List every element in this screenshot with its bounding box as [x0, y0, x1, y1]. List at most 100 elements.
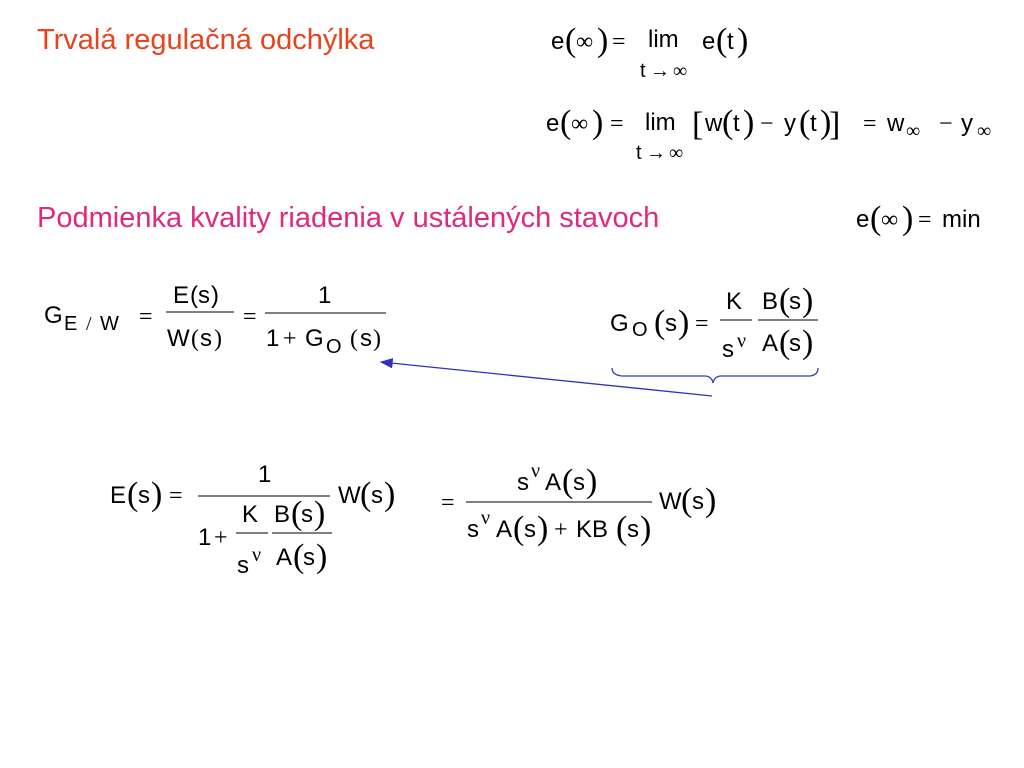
eq5-sub-O: O	[632, 319, 648, 341]
eq7-equals: =	[441, 490, 455, 516]
equation-error-laplace-simplified: = s ν A ( s ) s ν A ( s ) + KB ( s ) W (…	[441, 460, 716, 547]
eq6-W: W	[338, 482, 361, 509]
equation-error-transfer-function: G E / W = E ( s ) W ( s ) = 1 1 + G O ( …	[44, 282, 386, 358]
eq1-equals: =	[612, 29, 626, 55]
eq4-equals1: =	[139, 304, 153, 330]
eq2-minus: −	[760, 111, 774, 137]
eq3-inf: ∞	[881, 207, 898, 233]
eq3-rpar: )	[902, 200, 913, 237]
eq2-inf-sub: ∞	[669, 142, 683, 164]
eq6-den-B-rpar: )	[314, 495, 325, 532]
eq4-equals2: =	[243, 304, 257, 330]
eq7-W-rpar: )	[705, 482, 716, 519]
eq5-equals: =	[695, 311, 709, 337]
eq7-den-s3: s	[627, 516, 639, 543]
eq5-num-B: B	[762, 288, 778, 315]
eq7-num-A: A	[545, 469, 561, 496]
eq6-s: s	[138, 482, 150, 509]
eq1-e2: e	[702, 28, 715, 55]
eq6-den-A-s: s	[303, 544, 315, 571]
eq6-rpar: )	[151, 476, 162, 513]
equation-steady-error-limit: e ( ∞ ) = lim t → ∞ e ( t )	[551, 22, 748, 82]
eq4-den-lpar: (	[191, 326, 199, 352]
eq3-lpar: (	[870, 200, 881, 237]
eq4-den-sub-O: O	[326, 336, 342, 358]
eq6-den-one: 1	[198, 524, 211, 551]
eq2-w-inf-sub: ∞	[906, 120, 920, 142]
eq5-lpar: (	[654, 304, 665, 341]
eq1-t: t	[640, 60, 646, 82]
connector-arrow	[379, 358, 713, 397]
eq6-den-plus: +	[214, 525, 228, 551]
eq4-sub-W: W	[100, 313, 119, 335]
eq4-G: G	[44, 302, 63, 329]
eq2-rpar3: )	[820, 104, 831, 141]
eq5-num-s: s	[789, 288, 801, 315]
eq2-lpar2: (	[722, 104, 733, 141]
eq6-den-nu: ν	[252, 544, 261, 566]
eq2-t: t	[636, 142, 642, 164]
eq5-s: s	[665, 310, 677, 337]
eq5-num-rpar: )	[802, 282, 813, 319]
eq3-min: min	[942, 206, 981, 233]
eq7-num-s2: s	[573, 469, 585, 496]
eq2-equals2: =	[863, 111, 877, 137]
eq5-den-nu: ν	[737, 330, 746, 352]
eq7-den-rpar: )	[537, 510, 548, 547]
eq5-den-s2: s	[789, 330, 801, 357]
eq7-W-s: s	[692, 488, 704, 515]
eq7-den-rpar2: )	[640, 510, 651, 547]
eq4-den-one: 1	[266, 325, 279, 352]
eq4-sub-E: E	[64, 313, 77, 335]
eq7-den-plus: +	[554, 517, 568, 543]
heading-quality-condition: Podmienka kvality riadenia v ustálených …	[37, 202, 660, 234]
eq1-rpar: )	[597, 22, 608, 59]
eq4-den-rpar: )	[214, 326, 222, 352]
eq6-W-s: s	[371, 482, 383, 509]
eq1-inf: ∞	[576, 29, 593, 55]
eq6-den-A: A	[276, 544, 292, 571]
eq2-y: y	[784, 110, 796, 137]
eq3-equals: =	[918, 207, 932, 233]
eq7-den-lpar: (	[513, 510, 524, 547]
eq2-t2: t	[733, 110, 740, 137]
eq7-den-KB: KB	[576, 516, 608, 543]
eq7-den-lpar2: (	[616, 510, 627, 547]
eq2-y-inf-sub: ∞	[977, 120, 991, 142]
eq2-y-inf: y	[961, 110, 973, 137]
eq5-den-s: s	[722, 336, 734, 363]
eq1-t2: t	[727, 28, 734, 55]
eq2-minus2: −	[939, 111, 953, 137]
eq6-equals: =	[169, 483, 183, 509]
eq2-lbrack: [	[692, 106, 703, 143]
eq2-w: w	[704, 110, 723, 137]
eq4-num-E: E	[173, 282, 189, 309]
eq1-rpar2: )	[737, 22, 748, 59]
eq6-den-B-s: s	[301, 501, 313, 528]
eq4-num-lpar: (	[190, 282, 198, 309]
eq2-rpar: )	[592, 104, 603, 141]
eq1-e: e	[551, 28, 564, 55]
eq2-lim: lim	[645, 109, 676, 136]
eq1-lpar: (	[565, 22, 576, 59]
eq2-inf: ∞	[571, 111, 588, 137]
eq7-num-s: s	[517, 469, 529, 496]
eq2-arrow: →	[646, 142, 666, 164]
eq4-den-G: G	[305, 325, 324, 352]
eq7-num-nu: ν	[531, 460, 540, 482]
eq4-num-one: 1	[318, 282, 331, 309]
eq5-den-A: A	[762, 330, 778, 357]
eq6-den-s-nu: s	[237, 552, 249, 579]
eq6-lpar: (	[127, 476, 138, 513]
eq4-num-rpar: )	[211, 282, 219, 309]
eq1-lim: lim	[648, 26, 679, 53]
eq7-num-lpar: (	[562, 463, 573, 500]
eq7-den-s: s	[467, 516, 479, 543]
eq4-den-lpar2: (	[350, 326, 358, 352]
eq6-E: E	[110, 482, 126, 509]
eq4-num-s: s	[198, 282, 210, 309]
equation-min-condition: e ( ∞ ) = min	[856, 200, 981, 237]
eq5-den-lpar: (	[779, 324, 790, 361]
